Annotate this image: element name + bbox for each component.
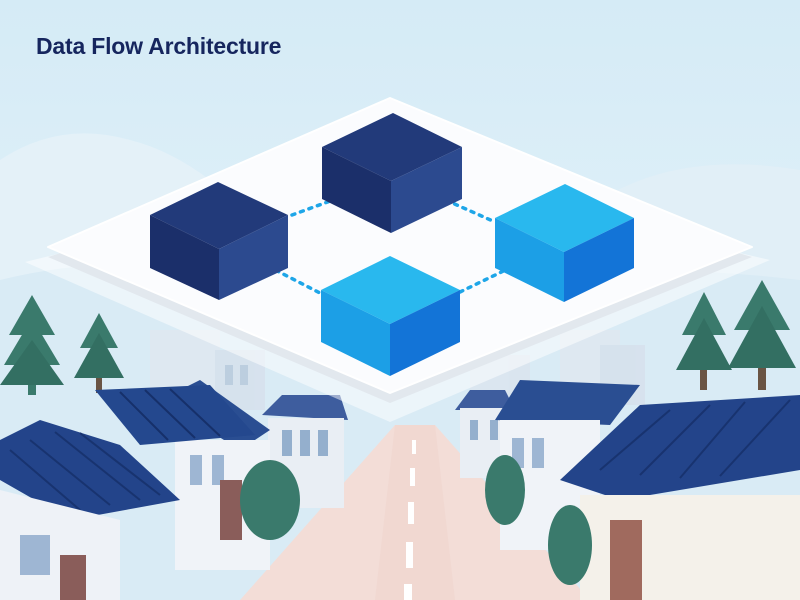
house-left-front bbox=[0, 420, 180, 600]
node-bottom-cube bbox=[321, 256, 460, 376]
house-left-upper bbox=[95, 385, 255, 445]
tree-right-2 bbox=[728, 280, 796, 390]
node-top-cube bbox=[322, 113, 462, 233]
diagram-platform bbox=[47, 97, 753, 394]
node-left-cube bbox=[150, 182, 288, 300]
node-right-cube bbox=[495, 184, 634, 302]
page-title: Data Flow Architecture bbox=[36, 33, 282, 59]
tree-right-1 bbox=[676, 292, 732, 390]
road bbox=[240, 425, 590, 600]
house-right-front bbox=[548, 395, 800, 600]
tree-left-2 bbox=[74, 313, 124, 393]
tree-left-1 bbox=[0, 295, 64, 395]
